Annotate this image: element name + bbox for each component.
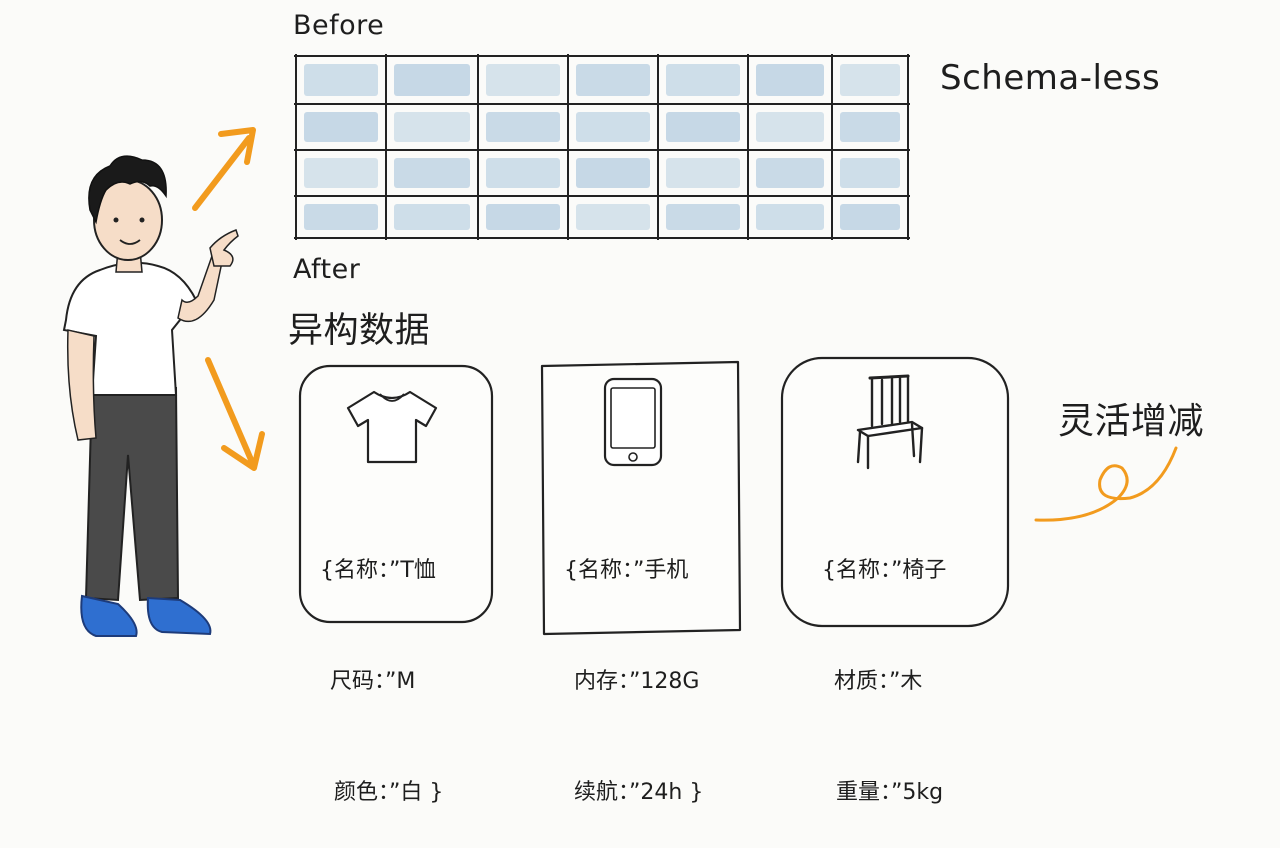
card-line: {名称：”T恤 [320,558,436,583]
card-line: 续航：”24h } [574,780,704,805]
table-cell [394,64,470,96]
card-line: 内存：”128G [574,669,700,694]
tshirt-icon [346,390,438,464]
table-cell [840,112,900,142]
table-cell [756,204,824,230]
person-illustration [62,155,239,637]
card-chair-frame [780,356,1010,628]
table-cell [576,64,650,96]
table-cell [304,204,378,230]
table-cell [756,112,824,142]
table-cell [666,204,740,230]
table-cell [486,158,560,188]
table-cell [840,204,900,230]
card-phone-text: {名称：”手机 内存：”128G 续航：”24h } [564,478,703,848]
flexible-label: 灵活增减 [1058,401,1205,442]
table-cell [756,158,824,188]
card-line: {名称：”椅子 [822,558,947,583]
table-cell [394,158,470,188]
card-phone-frame [540,360,742,636]
chair-icon [856,374,924,470]
table-cell [576,112,650,142]
card-line: 尺码：”M [330,669,416,694]
table-cell [486,112,560,142]
card-chair-text: {名称：”椅子 材质：”木 重量：”5kg [822,478,946,848]
table-cell [666,158,740,188]
table-cell [756,64,824,96]
before-table-grid [294,54,910,240]
table-cell [394,112,470,142]
table-cell [304,64,378,96]
card-line: 颜色：”白 } [334,780,444,805]
table-cell [304,158,378,188]
table-cell [576,158,650,188]
table-cell [486,204,560,230]
table-cell [840,158,900,188]
arrow-up-right-icon [192,127,256,211]
schema-less-label: Schema-less [940,58,1161,98]
table-cell [576,204,650,230]
card-tshirt-frame [298,364,494,624]
card-line: 材质：”木 [834,669,923,694]
heterogeneous-data-title: 异构数据 [288,311,431,351]
table-cell [840,64,900,96]
card-line: {名称：”手机 [564,558,689,583]
table-cell [486,64,560,96]
phone-icon [603,377,663,467]
swirl-decoration [1034,446,1178,522]
card-line: 重量：”5kg [836,780,944,805]
table-cell [394,204,470,230]
card-tshirt-text: {名称：”T恤 尺码：”M 颜色：”白 } [320,478,443,848]
arrow-down-right-icon [205,357,265,471]
table-cell [666,112,740,142]
table-cell [666,64,740,96]
after-label: After [293,254,361,285]
table-cell [304,112,378,142]
before-label: Before [293,10,385,41]
